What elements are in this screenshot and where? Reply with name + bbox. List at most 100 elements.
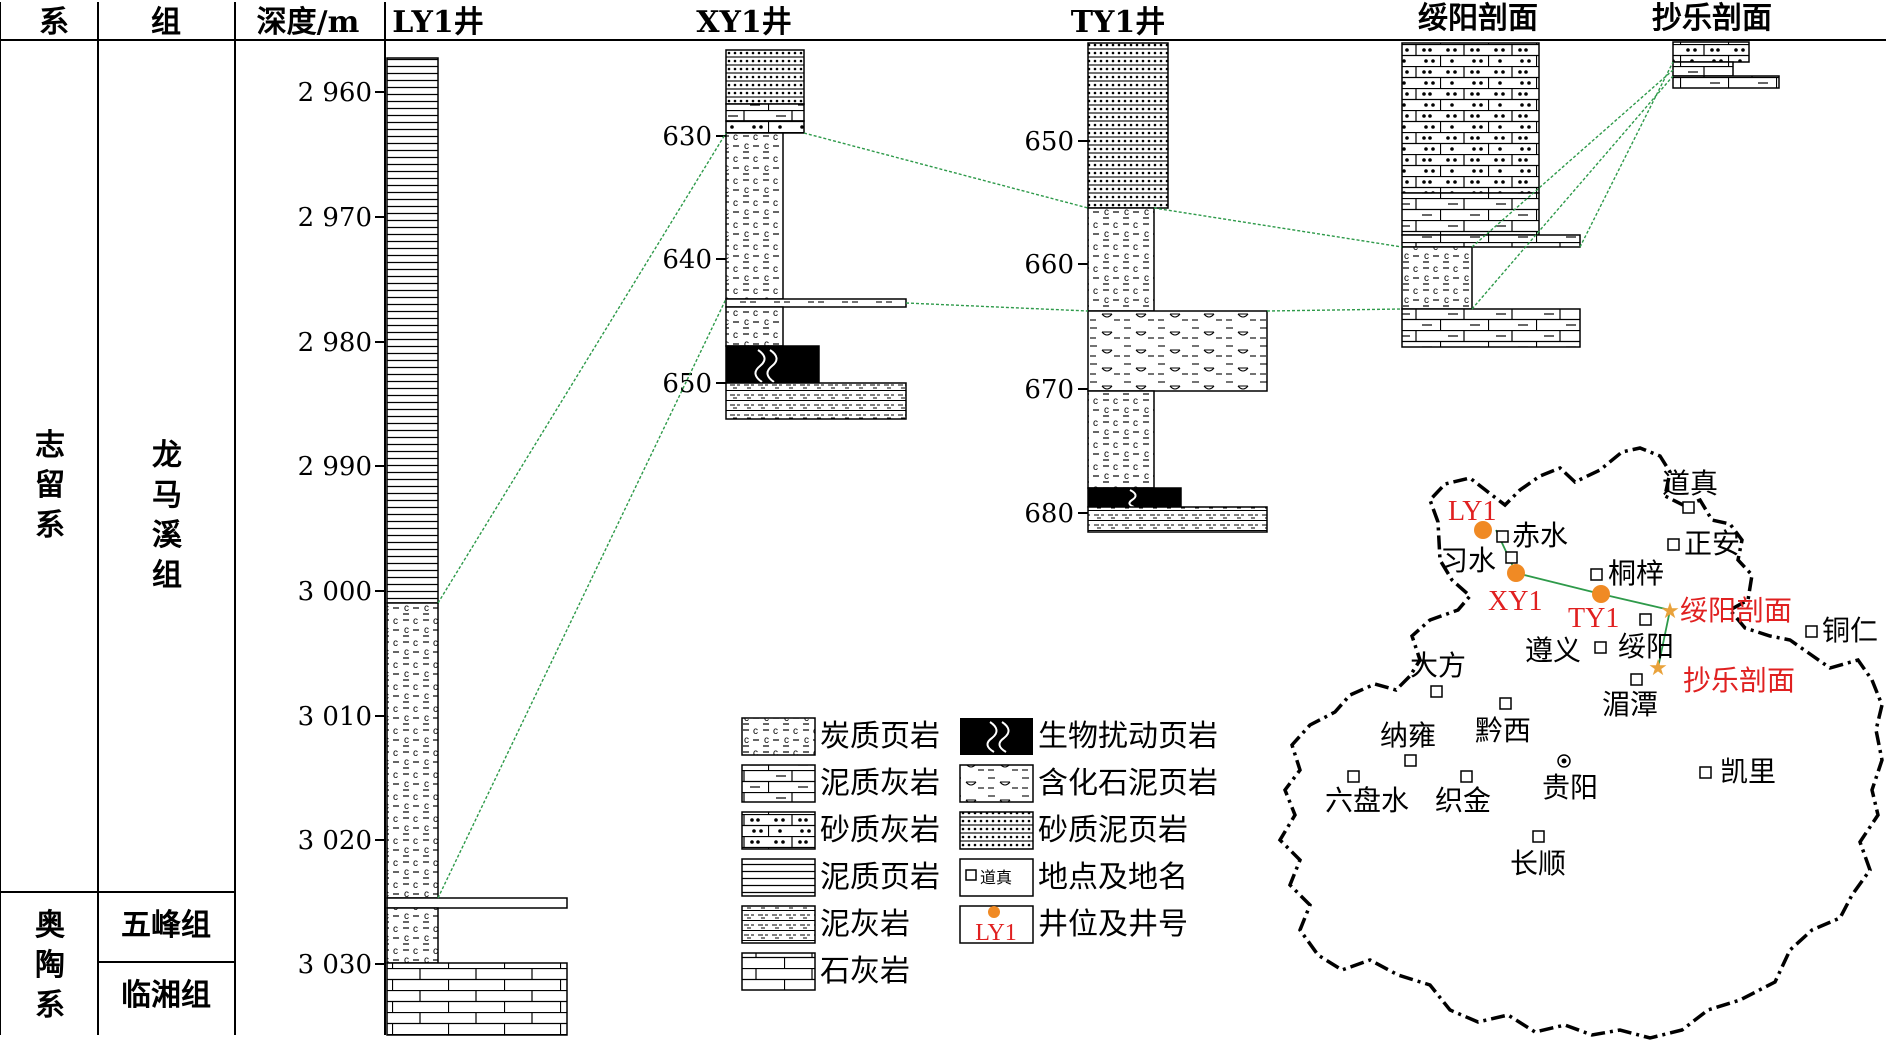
- correlation-line: [1471, 75, 1674, 310]
- xy1-column: [725, 49, 907, 420]
- ordovician-system-label: 奥 陶 系: [35, 908, 65, 1023]
- place-square-icon: [1630, 673, 1643, 686]
- place-square-icon: [1699, 766, 1712, 779]
- legend-swatch-bioturbated-shale: [960, 718, 1033, 755]
- xy1-marlstone: [725, 382, 907, 420]
- legend-label: 泥灰岩: [820, 907, 910, 942]
- place-square-icon: [1805, 625, 1818, 638]
- map-place-label: 凯里: [1720, 755, 1776, 788]
- ty1-carbonaceous-shale: [1087, 207, 1155, 312]
- suiyang-section-column: [1401, 42, 1581, 348]
- suiyang-thin-limestone: [1401, 234, 1581, 248]
- legend-swatch-marlstone: [741, 905, 816, 944]
- correlation-line: [437, 132, 727, 604]
- chaole-sandy-limestone: [1672, 41, 1750, 63]
- chaole-section-column: [1672, 41, 1780, 89]
- ty1-column: [1087, 42, 1268, 533]
- map-place-label: 遵义: [1525, 634, 1581, 667]
- legend-symbol-text: LY1: [975, 920, 1017, 946]
- place-square-icon: [1532, 830, 1545, 843]
- header-formation: 组: [151, 5, 181, 40]
- place-square-icon: [1667, 538, 1680, 551]
- capital-dot-icon: [1561, 758, 1567, 764]
- correlation-line: [803, 132, 1089, 209]
- map-place-label: 习水: [1440, 544, 1496, 577]
- header-well-ly1: LY1井: [392, 5, 483, 40]
- section-star-icon: ★: [1660, 599, 1680, 624]
- legend-swatch-sandy-limestone: [741, 811, 816, 850]
- map-place-label: 纳雍: [1380, 719, 1436, 752]
- ty1-fossil-mud-shale: [1087, 310, 1268, 392]
- svg-text:溪: 溪: [152, 518, 183, 553]
- ly1-carbonaceous-shale: [386, 602, 439, 899]
- xy1-tick-label: 640: [662, 245, 712, 275]
- ly1-tick-label: 2 970: [298, 203, 372, 233]
- map-section-label: 绥阳剖面: [1680, 594, 1792, 627]
- ty1-tick-label: 650: [1024, 127, 1074, 157]
- ly1-tick-label: 2 980: [298, 328, 372, 358]
- legend: 炭质页岩 生物扰动页岩 泥质灰岩 含化石泥页岩 砂质灰岩 砂质泥页岩 泥质页岩 …: [741, 717, 1218, 991]
- chaole-argillaceous-limestone: [1672, 61, 1734, 77]
- svg-text:奥: 奥: [35, 908, 65, 943]
- map-well-label: XY1: [1488, 586, 1542, 617]
- ty1-tick-label: 680: [1024, 499, 1074, 529]
- map-place-label: 桐梓: [1608, 557, 1664, 590]
- ty1-tick: [1078, 140, 1088, 514]
- inset-map: 道真 正安 赤水 习水 桐梓 绥阳 遵义 铜仁 大方 湄潭 黔西 纳雍 六盘水 …: [1277, 446, 1884, 1040]
- place-square-icon: [1404, 754, 1417, 767]
- ly1-tick: [375, 91, 385, 965]
- place-square-icon: [1347, 770, 1360, 783]
- well-dot-icon: [1592, 585, 1610, 603]
- place-square-icon: [1594, 641, 1607, 654]
- svg-text:系: 系: [35, 988, 65, 1023]
- svg-text:志: 志: [35, 428, 65, 463]
- ly1-tick-label: 3 000: [298, 577, 372, 607]
- svg-text:留: 留: [35, 468, 65, 503]
- xy1-fossil-shale-bed: [725, 298, 907, 308]
- ty1-tick-label: 670: [1024, 375, 1074, 405]
- ly1-tick-label: 2 960: [298, 78, 372, 108]
- ty1-lower-carbonaceous-shale: [1087, 390, 1155, 489]
- correlation-line: [437, 298, 727, 899]
- map-place-label: 绥阳: [1618, 630, 1674, 663]
- legend-label: 泥质页岩: [820, 860, 940, 895]
- map-well-label: TY1: [1568, 603, 1619, 634]
- header-system: 系: [39, 5, 69, 40]
- xy1-argillaceous-limestone: [725, 103, 805, 122]
- wufeng-formation-label: 五峰组: [121, 908, 211, 943]
- map-place-label: 贵阳: [1542, 771, 1598, 804]
- ly1-column: [386, 57, 568, 1036]
- legend-symbol-text: 道真: [980, 869, 1012, 887]
- legend-swatch-fossil-mud-shale: [959, 764, 1034, 803]
- ty1-tick-label: 660: [1024, 250, 1074, 280]
- ty1-depth-axis: 650 660 670 680: [1024, 127, 1088, 529]
- svg-text:陶: 陶: [35, 948, 65, 983]
- map-place-label: 道真: [1662, 467, 1718, 500]
- header-depth: 深度/m: [257, 5, 360, 40]
- legend-swatch-argillaceous-limestone: [741, 764, 816, 803]
- svg-text:马: 马: [152, 478, 182, 513]
- suiyang-limestone: [1401, 308, 1581, 348]
- xy1-sandy-mud-shale: [725, 49, 805, 105]
- xy1-lower-carbonaceous-shale: [725, 306, 784, 347]
- ty1-sandy-mud-shale: [1087, 42, 1169, 209]
- legend-label: 地点及地名: [1038, 860, 1188, 895]
- map-place-label: 长顺: [1510, 847, 1566, 880]
- correlation-line: [1266, 308, 1403, 312]
- svg-text:组: 组: [152, 558, 182, 593]
- header-well-xy1: XY1井: [696, 5, 792, 40]
- legend-label: 含化石泥页岩: [1038, 766, 1218, 801]
- place-square-icon: [1682, 501, 1695, 514]
- ly1-tick-label: 3 020: [298, 826, 372, 856]
- place-square-icon: [1460, 770, 1473, 783]
- xy1-tick-label: 650: [662, 369, 712, 399]
- map-place-label: 铜仁: [1822, 614, 1878, 647]
- place-square-icon: [965, 869, 977, 881]
- legend-label: 砂质灰岩: [820, 813, 940, 848]
- guizhou-boundary: [1277, 446, 1884, 1040]
- linxiang-formation-label: 临湘组: [121, 978, 211, 1013]
- correlation-line: [905, 302, 1089, 312]
- xy1-tick-label: 630: [662, 122, 712, 152]
